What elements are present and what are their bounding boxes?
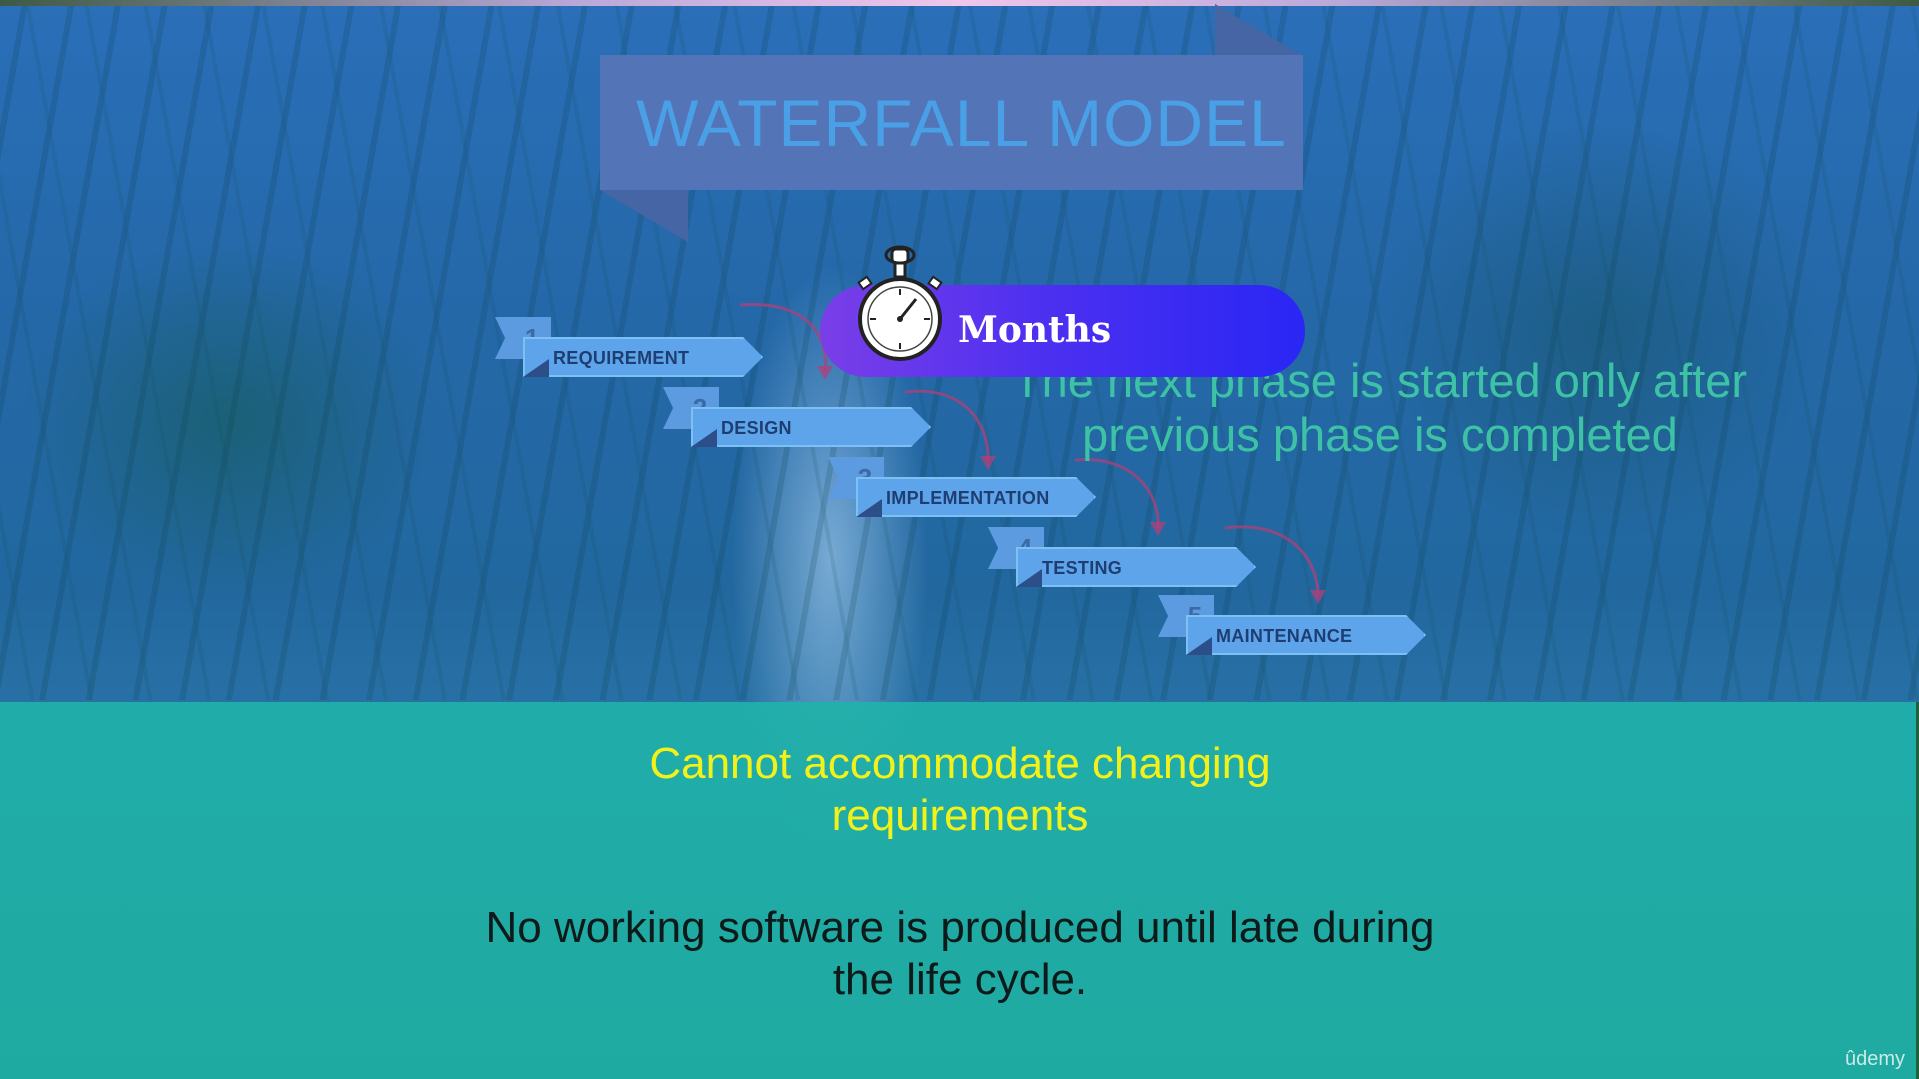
phase-arrow (691, 407, 931, 447)
phase-step-requirement: 1 REQUIREMENT (495, 317, 765, 377)
phase-label: DESIGN (721, 418, 792, 438)
connector-3-4 (1074, 458, 1160, 529)
right-edge-border (1916, 702, 1919, 1079)
arrowhead-1 (817, 366, 833, 380)
connector-2-3 (904, 389, 990, 463)
duration-label: Months (958, 309, 1112, 351)
drawback-changing-requirements: Cannot accommodate changing requirements (649, 739, 1271, 840)
slide-title: WATERFALL MODEL (636, 85, 1287, 160)
phase-step-testing: 4 TESTING (988, 527, 1258, 587)
connector-1-2 (739, 302, 828, 373)
phase-arrow (523, 337, 763, 377)
phase-arrow (1016, 547, 1256, 587)
udemy-watermark: ûdemy (1844, 1048, 1905, 1070)
phase-step-maintenance: 5 MAINTENANCE (1158, 595, 1428, 655)
title-banner (600, 55, 1303, 190)
top-strip (0, 0, 1919, 6)
phase-step-design: 2 DESIGN (663, 387, 933, 447)
phase-arrow (856, 477, 1096, 517)
phase-label: REQUIREMENT (553, 348, 690, 368)
connector-4-5 (1224, 525, 1320, 597)
phase-label: MAINTENANCE (1216, 626, 1353, 646)
arrowhead-4 (1310, 590, 1326, 604)
arrowhead-3 (1150, 522, 1166, 536)
phase-label: TESTING (1042, 558, 1123, 578)
phase-step-implementation: 3 IMPLEMENTATION (828, 457, 1098, 517)
drawback-late-software: No working software is produced until la… (485, 903, 1435, 1004)
bottom-teal-panel (0, 702, 1919, 1079)
stopwatch-icon (857, 245, 943, 361)
phase-arrow (1186, 615, 1426, 655)
phase-label: IMPLEMENTATION (886, 488, 1050, 508)
arrowhead-2 (980, 456, 996, 470)
